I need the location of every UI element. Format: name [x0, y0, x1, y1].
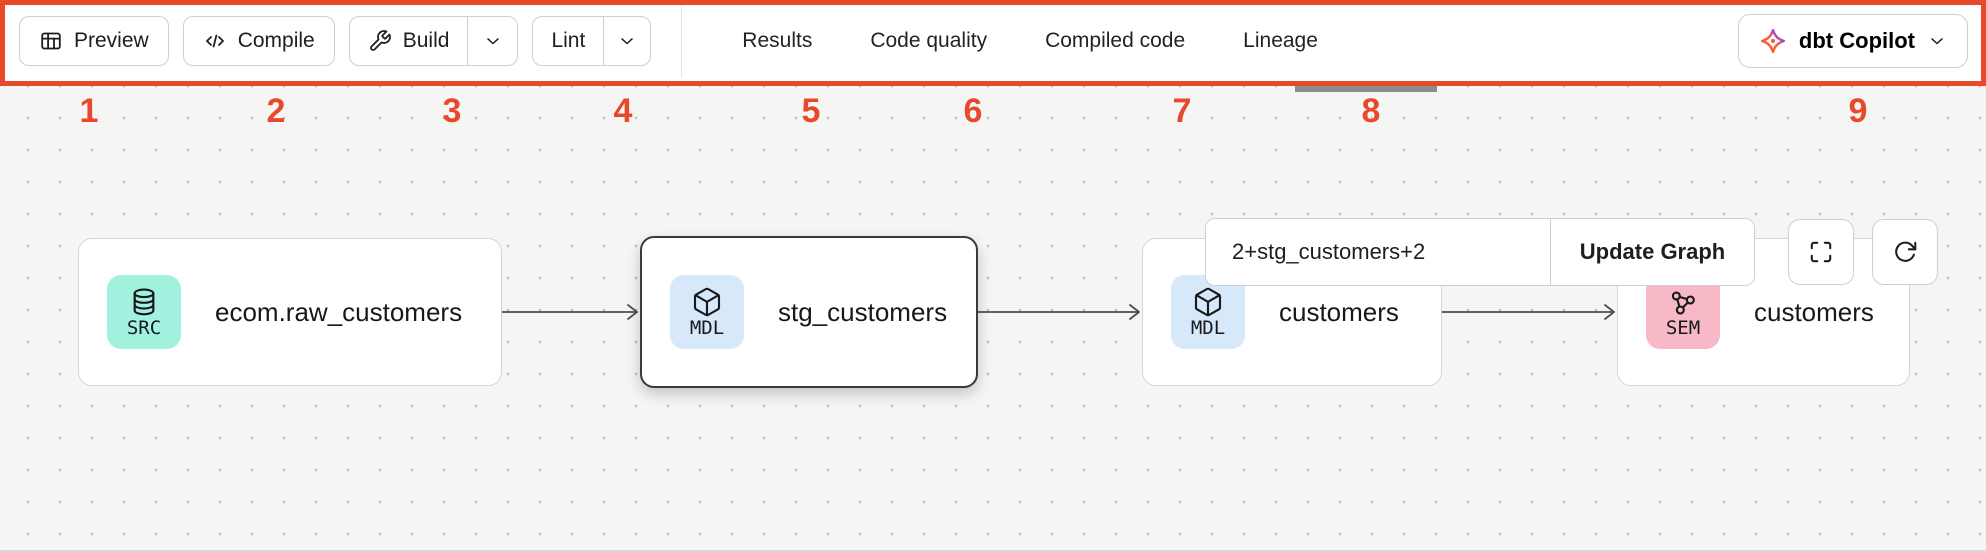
node-label: customers — [1754, 296, 1874, 327]
lint-button[interactable]: Lint — [533, 17, 603, 65]
annotation-number-8: 8 — [1361, 92, 1381, 130]
build-split-button: Build — [348, 16, 519, 66]
dbt-copilot-label: dbt Copilot — [1798, 28, 1915, 53]
source-badge: SRC — [107, 275, 181, 349]
lineage-node-stg-customers[interactable]: MDL stg_customers — [640, 236, 978, 388]
toolbar-divider — [681, 4, 683, 78]
node-label: stg_customers — [778, 296, 948, 327]
build-button[interactable]: Build — [350, 17, 468, 65]
wrench-icon — [368, 29, 392, 53]
editor-toolbar: Preview Compile Build Lint — [0, 0, 1986, 86]
annotation-number-2: 2 — [266, 92, 286, 130]
cube-icon — [1192, 286, 1224, 318]
annotation-number-5: 5 — [801, 92, 821, 130]
preview-button[interactable]: Preview — [19, 16, 169, 66]
compile-button[interactable]: Compile — [182, 16, 335, 66]
refresh-icon — [1892, 239, 1918, 265]
annotation-number-3: 3 — [442, 92, 462, 130]
badge-type-label: MDL — [689, 316, 725, 339]
refresh-button[interactable] — [1872, 219, 1938, 285]
lineage-selector-input[interactable] — [1206, 219, 1550, 285]
chevron-down-icon — [1927, 31, 1947, 51]
badge-type-label: SEM — [1665, 316, 1701, 339]
chevron-down-icon — [483, 31, 503, 51]
chevron-down-icon — [617, 31, 637, 51]
badge-type-label: MDL — [1190, 316, 1226, 339]
build-button-label: Build — [402, 29, 450, 52]
model-badge: MDL — [670, 275, 744, 349]
dbt-copilot-icon — [1759, 27, 1787, 55]
semantic-model-icon — [1667, 286, 1699, 318]
annotation-number-6: 6 — [963, 92, 983, 130]
model-badge: MDL — [1171, 275, 1245, 349]
annotation-number-7: 7 — [1172, 92, 1192, 130]
dbt-copilot-button[interactable]: dbt Copilot — [1737, 14, 1968, 68]
node-label: ecom.raw_customers — [215, 296, 463, 327]
badge-type-label: SRC — [126, 316, 162, 339]
preview-button-label: Preview — [74, 29, 149, 52]
active-tab-indicator — [1295, 83, 1437, 92]
semantic-model-badge: SEM — [1646, 275, 1720, 349]
lineage-canvas[interactable]: Update Graph SRC ecom.raw_customer — [0, 86, 1986, 552]
update-graph-button[interactable]: Update Graph — [1550, 219, 1754, 285]
lint-button-label: Lint — [551, 29, 586, 52]
tab-code-quality[interactable]: Code quality — [870, 29, 988, 52]
lineage-controls: Update Graph — [1205, 218, 1938, 286]
fullscreen-icon — [1808, 239, 1834, 265]
annotation-number-9: 9 — [1848, 92, 1868, 130]
edge-stg-to-customers — [978, 300, 1142, 324]
tab-compiled-code[interactable]: Compiled code — [1045, 29, 1186, 52]
compile-button-label: Compile — [237, 29, 315, 52]
edge-customers-to-semantic — [1442, 300, 1617, 324]
lint-dropdown-toggle[interactable] — [603, 17, 650, 65]
lint-split-button: Lint — [532, 16, 652, 66]
edge-raw-to-stg — [502, 300, 640, 324]
node-label: customers — [1279, 296, 1399, 327]
fullscreen-button[interactable] — [1788, 219, 1854, 285]
annotation-number-1: 1 — [79, 92, 99, 130]
table-icon — [39, 29, 63, 53]
tab-lineage[interactable]: Lineage — [1243, 29, 1318, 52]
code-icon — [203, 29, 227, 53]
build-dropdown-toggle[interactable] — [467, 17, 517, 65]
database-icon — [128, 286, 160, 318]
tab-results[interactable]: Results — [742, 29, 813, 52]
panel-tabs: Results Code quality Compiled code Linea… — [742, 29, 1318, 53]
cube-icon — [691, 286, 723, 318]
selector-box: Update Graph — [1205, 218, 1755, 286]
annotation-number-4: 4 — [613, 92, 633, 130]
lineage-node-ecom-raw-customers[interactable]: SRC ecom.raw_customers — [78, 238, 502, 386]
